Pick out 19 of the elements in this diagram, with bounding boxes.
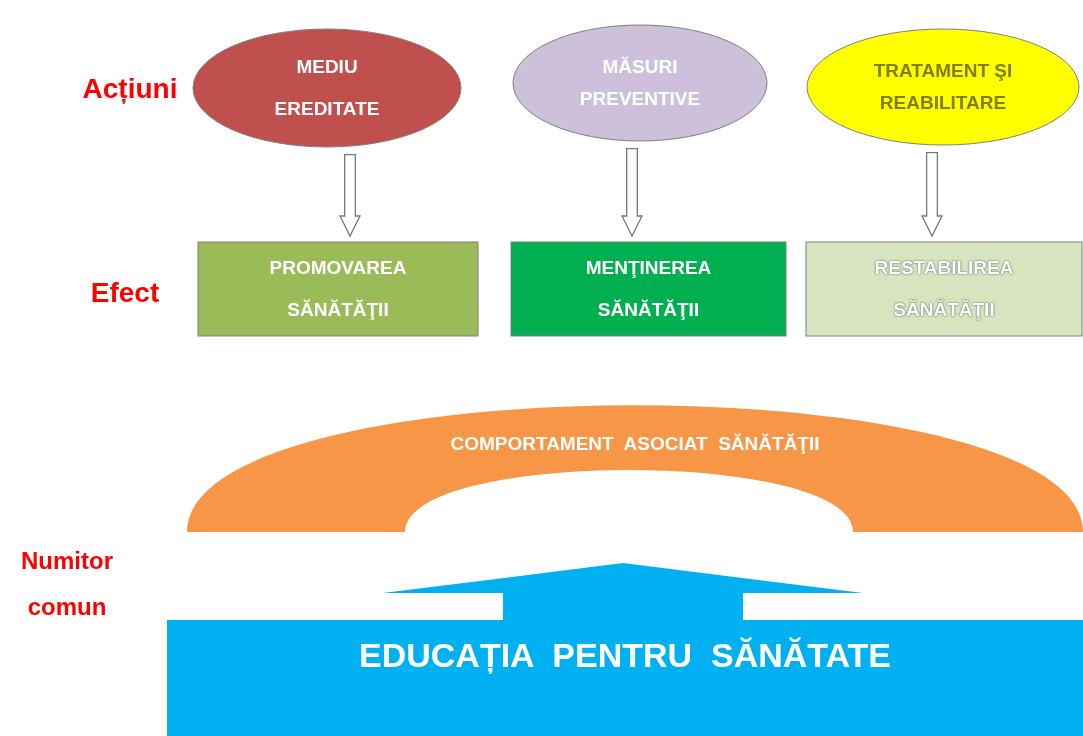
rectangle-node — [806, 242, 1082, 336]
node-label: TRATAMENT ŞI REABILITARE — [872, 58, 1014, 115]
ellipse-node — [806, 28, 1080, 146]
node-label: EDUCAȚIA PENTRU SĂNĂTATE — [359, 635, 891, 676]
node-label: COMPORTAMENT ASOCIAT SĂNĂTĂŢII — [450, 433, 820, 456]
rectangle-node — [511, 242, 786, 336]
row-label: Efect — [89, 276, 161, 310]
ellipse-node — [192, 28, 462, 148]
node-label: MĂSURI PREVENTIVE — [578, 54, 702, 111]
node-label: MENŢINEREA SĂNĂTĂŢII — [584, 256, 713, 322]
node-label: PROMOVAREA SĂNĂTĂŢII — [268, 256, 408, 322]
row-label: Numitor comun — [20, 546, 114, 622]
ellipse-node — [512, 24, 768, 142]
row-label: Acțiuni — [81, 72, 179, 106]
rectangle-node — [198, 242, 478, 336]
node-label: RESTABILIREA SĂNĂTĂŢII — [873, 256, 1015, 322]
up-arrow-box — [167, 563, 1083, 736]
node-label: MEDIU EREDITATE — [273, 55, 381, 121]
arch-shape — [187, 405, 1083, 532]
